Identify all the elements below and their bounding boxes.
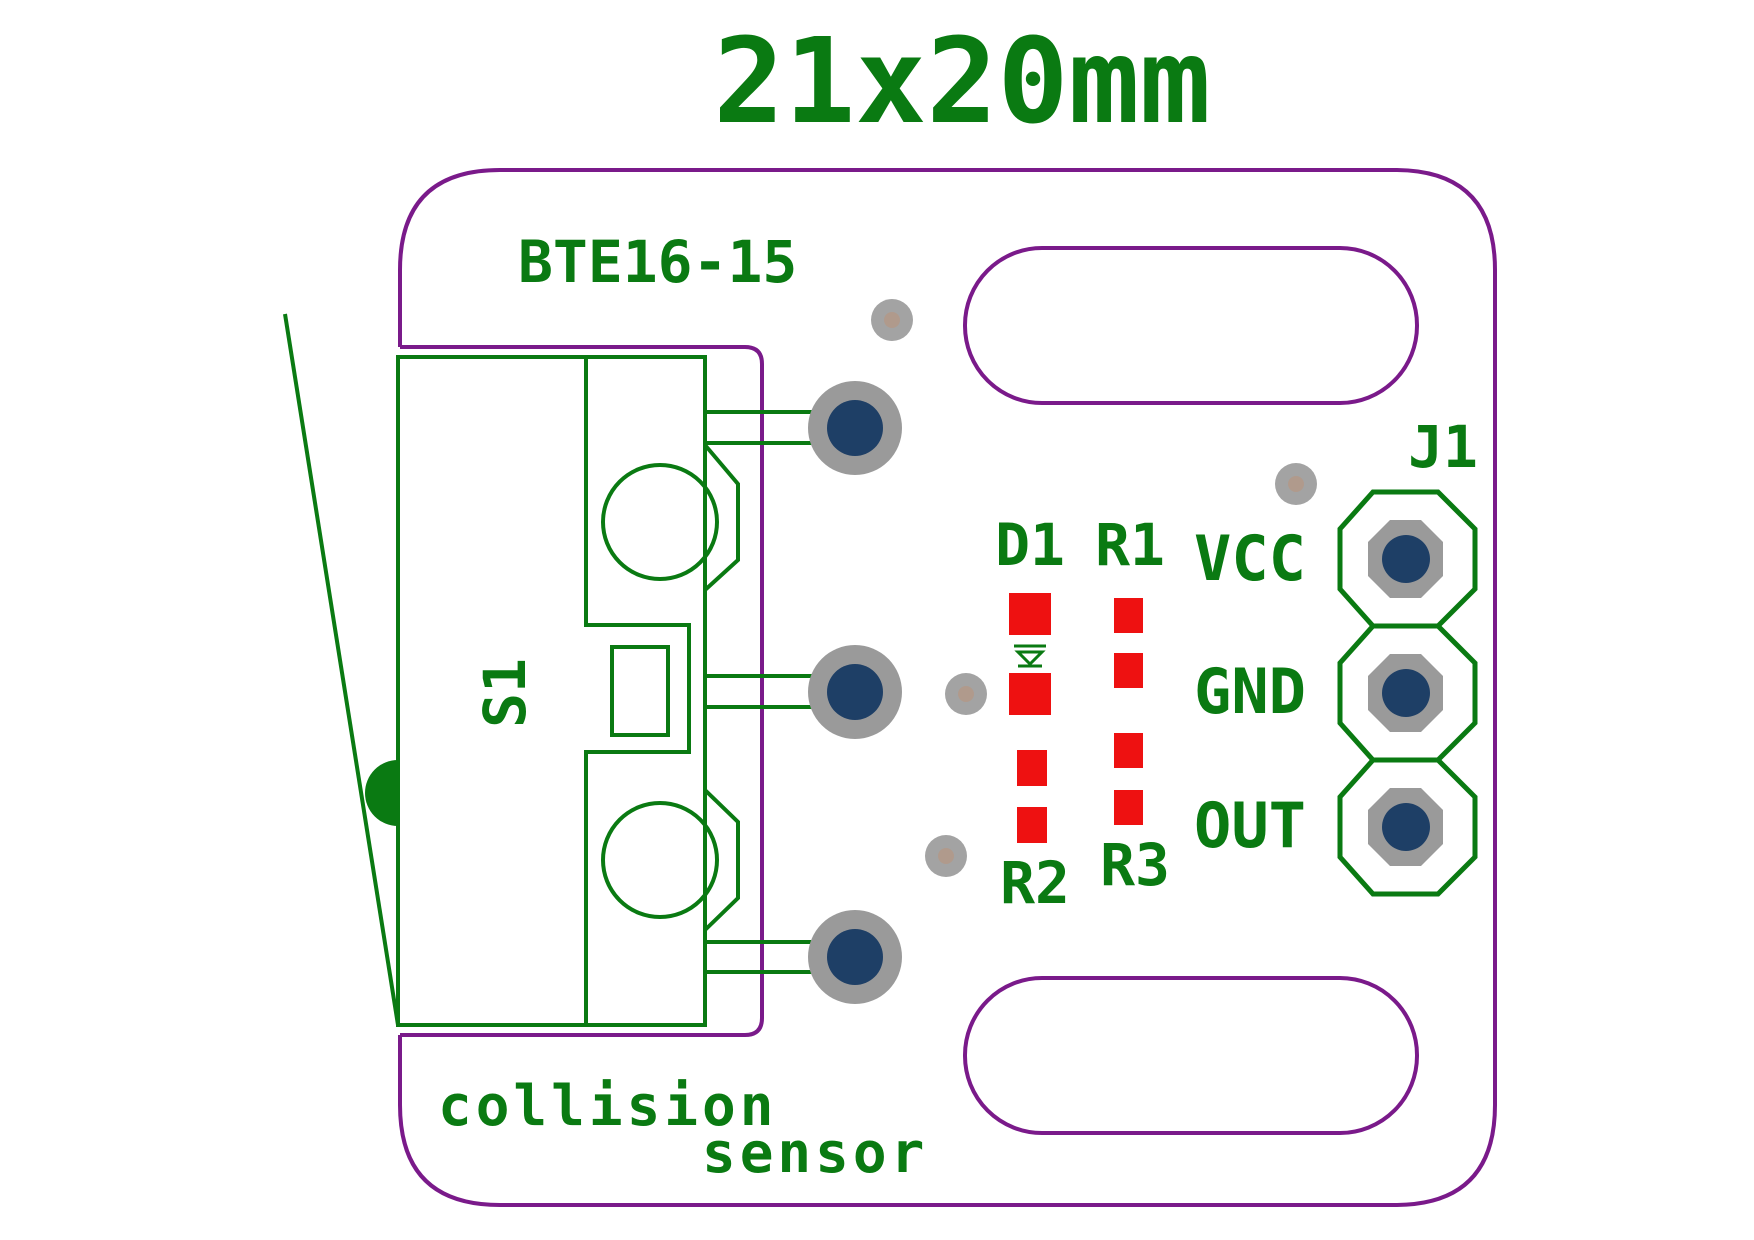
switch-inner-outline [584, 357, 691, 1025]
j1-pad-1-drill [1382, 535, 1430, 583]
via-3-core [958, 686, 974, 702]
r1-pad-bottom [1114, 653, 1143, 688]
d1-pad-bottom [1009, 673, 1051, 715]
switch-hole-top [601, 463, 719, 581]
pin-label-gnd: GND [1194, 655, 1306, 728]
switch-s1-footprint [283, 313, 815, 1027]
r2-pad-bottom [1017, 807, 1047, 843]
j1-pad-2-drill [1382, 669, 1430, 717]
via-4-core [938, 848, 954, 864]
switch-pads [808, 381, 902, 1004]
description-line-1: collision [438, 1074, 777, 1139]
connector-j1-pads [1368, 520, 1443, 866]
switch-pad-1-drill [827, 400, 883, 456]
switch-hole-bottom [601, 801, 719, 919]
switch-cutout-outline [400, 345, 764, 1037]
connector-designator-j1: J1 [1408, 413, 1478, 481]
board-outline [398, 168, 1497, 1207]
via-2-core [1288, 476, 1304, 492]
pin-label-out: OUT [1194, 789, 1306, 862]
switch-actuator [610, 645, 670, 737]
diode-polarity-symbol [1014, 644, 1046, 668]
connector-j1-outline [1337, 489, 1478, 897]
vias [871, 299, 1317, 877]
switch-designator-s1: S1 [471, 658, 539, 728]
switch-lever [283, 313, 400, 1026]
diode-designator-d1: D1 [995, 511, 1065, 579]
mounting-slot-top [963, 246, 1419, 405]
switch-pad-3-drill [827, 929, 883, 985]
r1-pad-top [1114, 598, 1143, 633]
description-line-2: sensor [702, 1121, 928, 1186]
pin-label-vcc: VCC [1194, 522, 1306, 595]
switch-pin1-marker [365, 760, 398, 826]
mounting-slot-bottom [963, 976, 1419, 1135]
smd-pads [1009, 593, 1143, 843]
resistor-designator-r2: R2 [1000, 849, 1070, 917]
r3-pad-top [1114, 733, 1143, 768]
d1-pad-top [1009, 593, 1051, 635]
switch-body [396, 355, 707, 1027]
resistor-designator-r3: R3 [1100, 831, 1170, 899]
switch-right-detail [703, 443, 740, 932]
resistor-designator-r1: R1 [1095, 511, 1165, 579]
via-1-core [884, 312, 900, 328]
r2-pad-top [1017, 750, 1047, 786]
board-dimensions-title: 21x20mm [713, 12, 1210, 150]
board-name-label: BTE16-15 [518, 228, 797, 296]
switch-pad-2-drill [827, 664, 883, 720]
r3-pad-bottom [1114, 790, 1143, 825]
j1-pin3-octagon [1337, 757, 1478, 897]
j1-pad-3-drill [1382, 803, 1430, 851]
